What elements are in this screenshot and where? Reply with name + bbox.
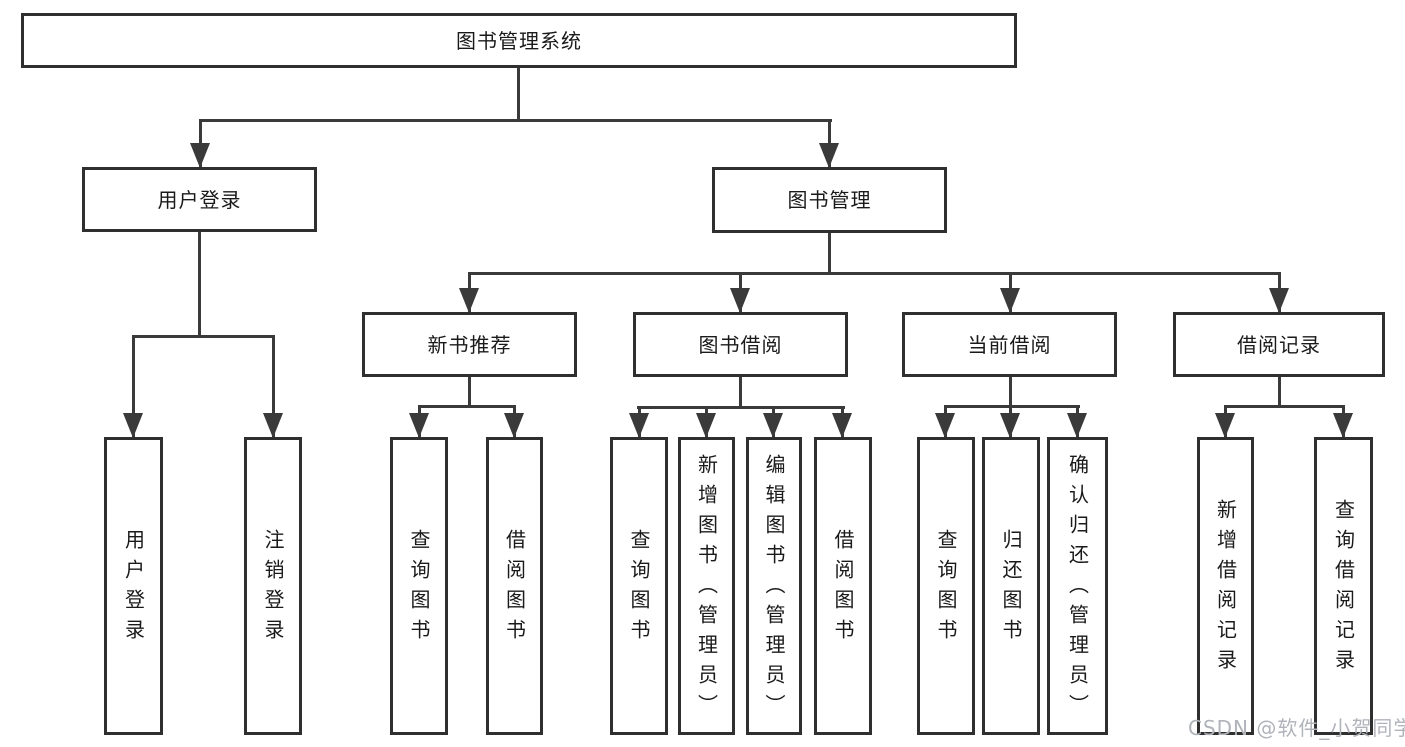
arrow-down-icon (263, 413, 283, 438)
connector-book-management-drop (828, 233, 831, 272)
arrow-down-icon (1000, 288, 1020, 313)
leaf-query-books-current: 查询图书 (917, 437, 975, 735)
arrow-down-icon (459, 288, 479, 313)
node-new-book-recommend: 新书推荐 (362, 312, 577, 377)
connector-new-book-recommend-drop (468, 377, 471, 405)
connector-user-login-drop (198, 232, 201, 335)
arrow-down-icon (1269, 288, 1289, 313)
leaf-user-login: 用户登录 (104, 437, 163, 735)
leaf-query-books-borrow: 查询图书 (610, 437, 668, 735)
leaf-query-books-recommend: 查询图书 (390, 437, 448, 735)
arrow-down-icon (1000, 413, 1020, 438)
arrow-down-icon (730, 288, 750, 313)
arrow-down-icon (1333, 413, 1353, 438)
arrow-down-icon (1215, 413, 1235, 438)
arrow-down-icon (504, 413, 524, 438)
arrow-down-icon (629, 413, 649, 438)
connector-root-drop (517, 68, 520, 120)
connector-new-book-recommend-split-bar (418, 405, 516, 408)
node-root: 图书管理系统 (21, 13, 1017, 68)
node-borrow-records: 借阅记录 (1173, 312, 1385, 377)
connector-user-login-split-bar (132, 335, 275, 338)
connector-current-borrow-drop (1009, 377, 1012, 405)
arrow-down-icon (696, 413, 716, 438)
connector-book-borrow-split-bar (637, 406, 845, 409)
leaf-query-borrow-record: 查询借阅记录 (1314, 437, 1373, 735)
leaf-edit-book-admin: 编辑图书（管理员） (746, 437, 802, 735)
arrow-down-icon (123, 413, 143, 438)
arrow-down-icon (1067, 413, 1087, 438)
arrow-down-icon (819, 143, 839, 168)
arrow-down-icon (832, 413, 852, 438)
connector-to-leaf-logout (272, 335, 275, 437)
leaf-add-book-admin: 新增图书（管理员） (678, 437, 735, 735)
leaf-borrow-books-borrow: 借阅图书 (814, 437, 872, 735)
leaf-add-borrow-record: 新增借阅记录 (1197, 437, 1254, 735)
csdn-watermark: CSDN @软件_小贺同学 (1188, 716, 1405, 740)
connector-level3-bar (468, 272, 1281, 275)
leaf-logout: 注销登录 (244, 437, 302, 735)
arrow-down-icon (935, 413, 955, 438)
node-user-login: 用户登录 (82, 167, 317, 232)
connector-borrow-records-drop (1278, 377, 1281, 405)
leaf-return-books: 归还图书 (982, 437, 1040, 735)
connector-current-borrow-split-bar (944, 405, 1080, 408)
leaf-confirm-return-admin: 确认归还（管理员） (1047, 437, 1108, 735)
arrow-down-icon (190, 143, 210, 168)
connector-level2-bar (199, 119, 832, 122)
node-book-management: 图书管理 (712, 167, 947, 233)
connector-book-borrow-drop (739, 377, 742, 406)
arrow-down-icon (763, 413, 783, 438)
node-book-borrow: 图书借阅 (633, 312, 848, 377)
arrow-down-icon (409, 413, 429, 438)
connector-to-leaf-user-login (132, 335, 135, 437)
node-current-borrow: 当前借阅 (902, 312, 1117, 377)
connector-borrow-records-split-bar (1224, 405, 1345, 408)
leaf-borrow-books-recommend: 借阅图书 (486, 437, 543, 735)
